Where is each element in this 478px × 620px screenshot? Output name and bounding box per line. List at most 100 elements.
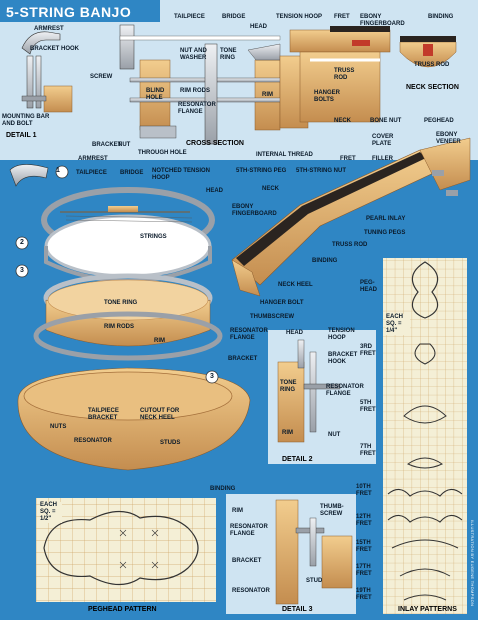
- ip-fret-3-label: 3RD FRET: [360, 344, 376, 357]
- detail3-caption: DETAIL 3: [282, 606, 313, 613]
- exploded-banjo-art: [9, 164, 251, 471]
- n-neck-label: NECK: [262, 186, 280, 192]
- peghead-pattern-caption: PEGHEAD PATTERN: [88, 606, 157, 613]
- ns-binding-label: BINDING: [428, 14, 454, 20]
- cs-blind-hole-label: BLIND HOLE: [146, 88, 165, 101]
- d1-armrest-label: ARMREST: [34, 26, 64, 32]
- ex-resonator-flange-label: RESONATOR FLANGE: [230, 328, 268, 341]
- ip-fret-12-label: 12TH FRET: [356, 514, 372, 527]
- ip-fret-15-label: 15TH FRET: [356, 540, 372, 553]
- d2-bracket-hook-label: BRACKET HOOK: [328, 352, 358, 365]
- ns-truss-rod-label: TRUSS ROD: [414, 62, 450, 68]
- n-filler-label: FILLER: [372, 156, 393, 162]
- d2-rim-label: RIM: [282, 430, 293, 436]
- ip-fret-10-label: 10TH FRET: [356, 484, 372, 497]
- inlay-patterns-caption: INLAY PATTERNS: [398, 606, 457, 613]
- detail1-art: [21, 31, 73, 113]
- ex-number-2: 2: [20, 239, 24, 246]
- cs-screw-label: SCREW: [90, 74, 113, 80]
- cross-section-caption: CROSS SECTION: [186, 140, 244, 147]
- n-5th-nut-label: 5TH-STRING NUT: [296, 168, 346, 174]
- ex-strings-label: STRINGS: [140, 234, 167, 240]
- cs-hanger-bolts-label: HANGER BOLTS: [314, 90, 341, 103]
- peghead-panel-art: [36, 498, 216, 602]
- n-binding-label: BINDING: [312, 258, 338, 264]
- d3-thumbscrew-label: THUMB-SCREW: [320, 504, 344, 517]
- ex-number-1: 1: [56, 167, 60, 174]
- cs-resonator-flange-label: RESONATOR FLANGE: [178, 102, 216, 115]
- ip-peghead-label: PEG-HEAD: [360, 280, 378, 293]
- ex-rim-label: RIM: [154, 338, 165, 344]
- d3-bracket-label: BRACKET: [232, 558, 262, 564]
- illustration-credit: ILLUSTRATION BY EUGENE THOMPSON: [470, 520, 475, 607]
- cs-head-label: HEAD: [250, 24, 268, 30]
- cs-through-hole-label: THROUGH HOLE: [138, 150, 187, 156]
- cs-bridge-label: BRIDGE: [222, 14, 246, 20]
- ex-head-label: HEAD: [206, 188, 224, 194]
- d3-rim-label: RIM: [232, 508, 243, 514]
- cs-tone-ring-label: TONE RING: [220, 48, 237, 61]
- cs-internal-thread-label: INTERNAL THREAD: [256, 152, 313, 158]
- neck-top-art: [289, 26, 391, 123]
- cs-nut-washer-label: NUT AND WASHER: [180, 48, 207, 61]
- detail2-art: [268, 330, 376, 464]
- pp-scale-label: EACH SQ. = 1/2": [40, 502, 62, 523]
- d1-mounting-label: MOUNTING BAR AND BOLT: [2, 114, 50, 127]
- ex-bridge-label: BRIDGE: [120, 170, 144, 176]
- d3-resonator-label: RESONATOR: [232, 588, 270, 594]
- n-cover-plate-label: COVER PLATE: [372, 134, 394, 147]
- d3-resonator-flange-label: RESONATOR FLANGE: [230, 524, 268, 537]
- ip-fret-19-label: 19TH FRET: [356, 588, 372, 601]
- nt-tension-hoop-label: TENSION HOOP: [276, 14, 323, 20]
- ex-number-3b: 3: [210, 373, 214, 380]
- d2-tone-ring-label: TONE RING: [280, 380, 297, 393]
- title-bar: [0, 0, 160, 22]
- ex-number-3: 3: [20, 267, 24, 274]
- ex-rim-rods-label: RIM RODS: [104, 324, 134, 330]
- detail1-caption: DETAIL 1: [6, 132, 37, 139]
- n-tuning-pegs-label: TUNING PEGS: [364, 230, 406, 236]
- ip-fret-7-label: 7TH FRET: [360, 444, 376, 457]
- ip-scale-label: EACH SQ. = 1/4": [386, 314, 410, 335]
- n-bone-nut-label: BONE NUT: [370, 118, 402, 124]
- n-pearl-inlay-label: PEARL INLAY: [366, 216, 406, 222]
- neck-section-art: [399, 36, 457, 68]
- n-5th-peg-label: 5TH-STRING PEG: [236, 168, 287, 174]
- ex-hanger-bolt-label: HANGER BOLT: [260, 300, 304, 306]
- diagram-title: 5-STRING BANJO: [6, 4, 132, 20]
- ex-notched-hoop-label: NOTCHED TENSION HOOP: [152, 168, 211, 181]
- ex-cutout-label: CUTOUT FOR NECK HEEL: [140, 408, 180, 421]
- cs-rim-label: RIM: [262, 92, 273, 98]
- ex-bracket-label: BRACKET: [228, 356, 258, 362]
- ex-resonator-label: RESONATOR: [74, 438, 112, 444]
- ex-studs-label: STUDS: [160, 440, 181, 446]
- nt-neck-label: NECK: [334, 118, 352, 124]
- d2-resonator-flange-label: RESONATOR FLANGE: [326, 384, 364, 397]
- n-peghead-label: PEGHEAD: [424, 118, 454, 124]
- ex-neck-heel-label: NECK HEEL: [278, 282, 313, 288]
- ex-tailpiece-label: TAILPIECE: [76, 170, 107, 176]
- n-truss-rod-label: TRUSS ROD: [332, 242, 368, 248]
- nt-ebony-fb-label: EBONY FINGERBOARD: [360, 14, 405, 27]
- ex-binding-label: BINDING: [210, 486, 236, 492]
- ex-tone-ring-label: TONE RING: [104, 300, 138, 306]
- n-ebony-veneer-label: EBONY VENEER: [436, 132, 461, 145]
- ex-nuts-label: NUTS: [50, 424, 67, 430]
- d3-stud-label: STUD: [306, 578, 323, 584]
- nt-truss-rod-label: TRUSS ROD: [334, 68, 355, 81]
- ex-thumbscrew-label: THUMBSCREW: [250, 314, 294, 320]
- ex-armrest-label: ARMREST: [78, 156, 108, 162]
- neck-section-caption: NECK SECTION: [406, 84, 459, 91]
- cs-tailpiece-label: TAILPIECE: [174, 14, 205, 20]
- detail3-art: [226, 494, 356, 614]
- d1-bracket-hook-label: BRACKET HOOK: [30, 46, 79, 52]
- d2-head-label: HEAD: [286, 330, 304, 336]
- cs-rim-rods-label: RIM RODS: [180, 88, 210, 94]
- detail2-caption: DETAIL 2: [282, 456, 313, 463]
- n-ebony-fb-label: EBONY FINGERBOARD: [232, 204, 277, 217]
- ip-fret-17-label: 17TH FRET: [356, 564, 372, 577]
- ex-tailpiece-bracket-label: TAILPIECE BRACKET: [88, 408, 119, 421]
- inlay-panel-art: [383, 258, 467, 614]
